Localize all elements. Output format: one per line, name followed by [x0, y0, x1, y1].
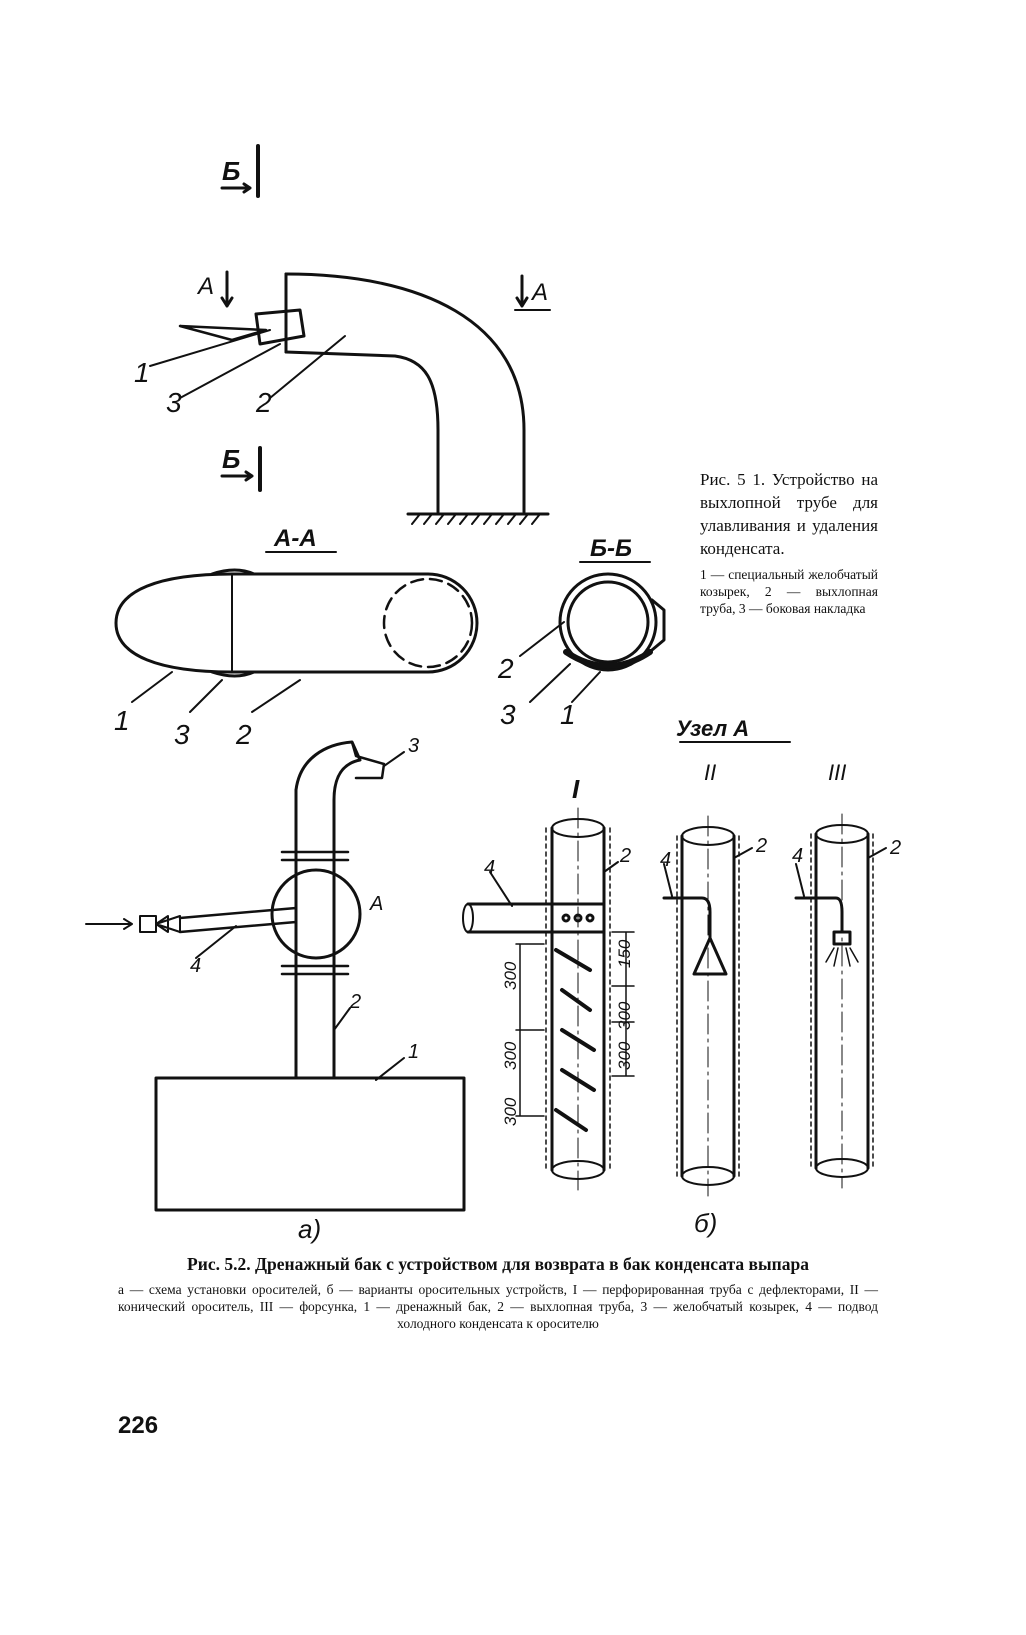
section-bb-num-1: 1: [560, 699, 576, 730]
variant-2-label: II: [704, 760, 716, 785]
fig52a-num-3: 3: [408, 735, 419, 757]
fig52a-num-4: 4: [190, 955, 201, 977]
variant-2-num-2: 2: [755, 835, 767, 857]
fig52a-num-1: 1: [408, 1041, 419, 1063]
section-mark-a-left: А: [196, 273, 214, 300]
variant-1-num-2: 2: [619, 845, 631, 867]
section-bb-num-2: 2: [497, 653, 514, 684]
fig52a-num-2: 2: [349, 991, 361, 1013]
dim-right-300-a: 300: [615, 1001, 634, 1030]
section-bb-num-3: 3: [500, 699, 516, 730]
fig52a-sublabel: а): [298, 1214, 321, 1244]
variant-3-num-4: 4: [792, 845, 803, 867]
fig51-num-3: 3: [166, 387, 182, 418]
fig52b-variant-2: II 4 2: [660, 760, 767, 1197]
dim-left-300-a: 300: [501, 961, 520, 990]
fig52-caption-title: Рис. 5.2. Дренажный бак с устройством дл…: [187, 1254, 809, 1274]
fig52-caption: Рис. 5.2. Дренажный бак с устройством дл…: [118, 1253, 878, 1332]
variant-2-num-4: 4: [660, 849, 671, 871]
fig52-caption-legend: а — схема установки оросителей, б — вари…: [118, 1282, 878, 1331]
dim-left-300-c: 300: [501, 1097, 520, 1126]
fig51-side-view: Б Б А А 1 3 2: [134, 144, 551, 525]
fig52b-variant-3: III 4 2: [792, 760, 901, 1189]
dim-right-150: 150: [615, 939, 634, 968]
section-aa-num-3: 3: [174, 719, 190, 750]
page-number: 226: [118, 1412, 159, 1439]
fig51-section-bb: Б-Б 2 3 1: [497, 535, 666, 730]
dim-right-300-b: 300: [615, 1041, 634, 1070]
fig51-section-aa: А-А 1 3 2: [114, 525, 479, 750]
variant-1-label: I: [572, 774, 580, 804]
fig51-caption: Рис. 5 1. Устройство на выхлопной трубе …: [700, 468, 878, 617]
section-bb-title: Б-Б: [590, 535, 632, 562]
variant-1-num-4: 4: [484, 857, 495, 879]
fig52b-sublabel: б): [694, 1208, 717, 1238]
dim-left-300-b: 300: [501, 1041, 520, 1070]
fig52a-node-label: А: [369, 893, 383, 915]
section-aa-num-1: 1: [114, 705, 130, 736]
section-aa-num-2: 2: [235, 719, 252, 750]
fig51-num-1: 1: [134, 357, 150, 388]
fig51-caption-title: Рис. 5 1. Устройство на выхлопной трубе …: [700, 470, 878, 558]
fig51-caption-legend: 1 — специальный желобчатый козырек, 2 — …: [700, 567, 878, 616]
fig51-num-2: 2: [255, 387, 272, 418]
section-aa-title: А-А: [273, 525, 317, 552]
fig52a-scheme: 3 А 4 2 1 а): [85, 735, 466, 1244]
section-mark-b-top: Б: [222, 156, 240, 186]
fig52b-variant-1: I 4 2 300 300 300 150 300 300: [462, 774, 635, 1191]
node-a-title: Узел А: [676, 716, 749, 741]
variant-3-num-2: 2: [889, 837, 901, 859]
variant-3-label: III: [828, 760, 846, 785]
section-mark-a-right: А: [530, 279, 548, 306]
section-mark-b-bottom: Б: [222, 444, 240, 474]
